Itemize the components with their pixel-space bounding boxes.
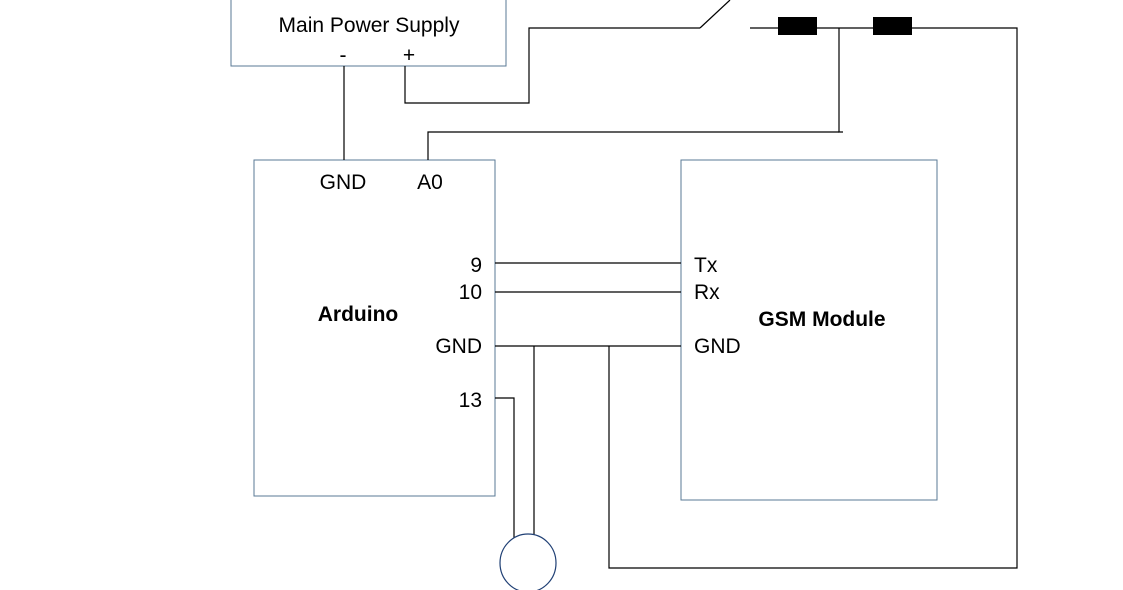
wire-pin13-to-buzzer <box>495 397 515 538</box>
switch-lever <box>699 0 731 29</box>
wire-psu-plus-to-switch <box>404 27 700 104</box>
power-supply-box <box>230 0 507 67</box>
power-supply-plus-terminal: + <box>403 44 415 67</box>
wire-divider-tap <box>838 28 843 133</box>
buzzer-icon <box>499 533 557 590</box>
wire-resistor-chain-to-ground <box>608 27 1018 569</box>
resistor-2-icon <box>873 17 912 35</box>
arduino-pin-a0: A0 <box>417 171 443 194</box>
power-supply-title: Main Power Supply <box>279 14 460 37</box>
arduino-title: Arduino <box>318 303 398 326</box>
gsm-pin-tx: Tx <box>694 254 718 277</box>
arduino-box <box>253 159 496 497</box>
gsm-pin-gnd: GND <box>694 335 741 358</box>
arduino-pin-10: 10 <box>459 281 482 304</box>
arduino-pin-gnd: GND <box>435 335 482 358</box>
arduino-pin-gnd-top: GND <box>320 171 367 194</box>
power-supply-minus-terminal: - <box>340 44 347 67</box>
arduino-pin-13: 13 <box>459 389 482 412</box>
resistor-1-icon <box>778 17 817 35</box>
arduino-pin-9: 9 <box>470 254 482 277</box>
gsm-module-box <box>680 159 938 501</box>
gsm-pin-rx: Rx <box>694 281 720 304</box>
wire-divider-to-a0 <box>427 131 839 160</box>
gsm-title: GSM Module <box>758 308 885 331</box>
